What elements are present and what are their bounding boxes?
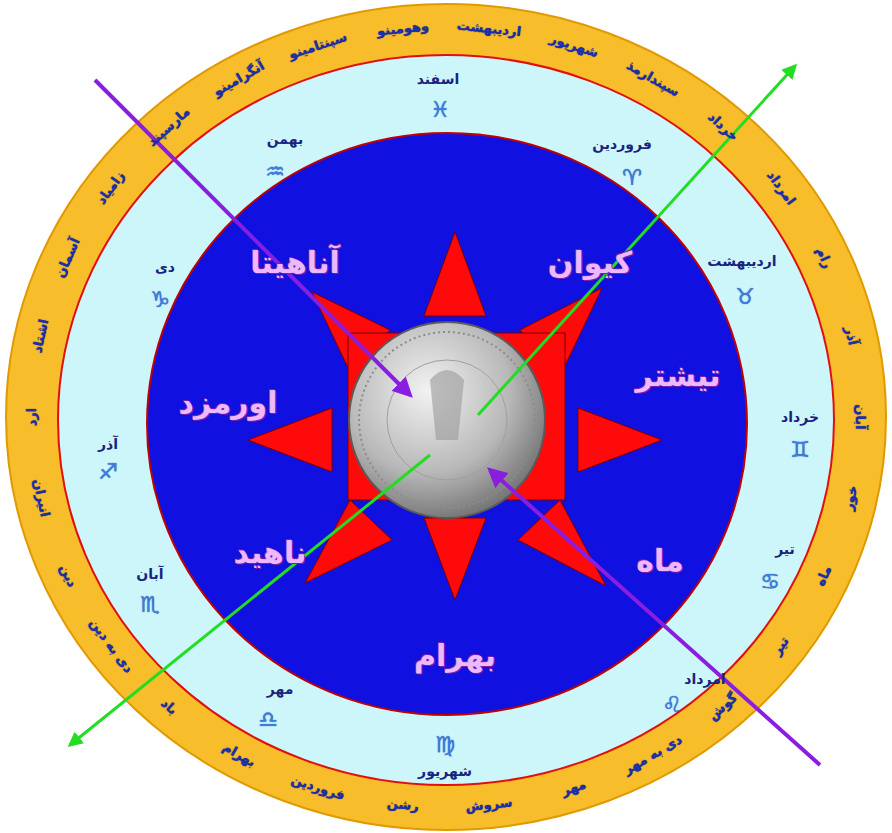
month-name: آبان bbox=[136, 567, 163, 582]
zodiac-sign: ♎ bbox=[258, 708, 278, 732]
month-name: دی bbox=[155, 260, 175, 275]
month-name: آذر bbox=[98, 437, 118, 452]
month-name: تیر bbox=[775, 542, 795, 557]
month-name: شهریور bbox=[418, 764, 472, 779]
zodiac-sign: ♈ bbox=[622, 166, 642, 190]
zodiac-sign: ♓ bbox=[430, 98, 450, 122]
zodiac-sign: ♉ bbox=[735, 285, 755, 309]
month-name: امرداد bbox=[684, 672, 725, 687]
zodiac-sign: ♐ bbox=[98, 460, 118, 484]
zodiac-sign: ♑ bbox=[150, 288, 170, 312]
planet-name: کیوان bbox=[548, 246, 632, 279]
month-name: فروردین bbox=[592, 137, 652, 152]
planet-name: ماه bbox=[636, 544, 684, 577]
planet-name: ناهید bbox=[234, 536, 307, 569]
zodiac-sign: ♒ bbox=[265, 160, 285, 184]
planet-name: تیشتر bbox=[636, 359, 721, 392]
planet-name: اورمزد bbox=[179, 386, 278, 419]
zodiac-sign: ♏ bbox=[140, 593, 160, 617]
month-name: بهمن bbox=[267, 132, 303, 147]
planet-name: بهرام bbox=[414, 639, 496, 672]
zodiac-sign: ♍ bbox=[435, 733, 455, 757]
zodiac-sign: ♊ bbox=[790, 438, 810, 462]
day-name: رشن bbox=[386, 796, 419, 814]
month-name: اردیبهشت bbox=[707, 254, 776, 269]
month-name: خرداد bbox=[781, 410, 819, 425]
planet-name: آناهیتا bbox=[250, 246, 339, 279]
zodiac-sign: ♌ bbox=[662, 693, 682, 717]
month-name: اسفند bbox=[417, 72, 459, 87]
zodiac-sign: ♋ bbox=[760, 570, 780, 594]
day-name: آبان bbox=[853, 404, 867, 429]
day-name: آذر bbox=[842, 325, 860, 346]
day-name: ارد bbox=[25, 408, 39, 427]
month-name: مهر bbox=[267, 682, 294, 697]
